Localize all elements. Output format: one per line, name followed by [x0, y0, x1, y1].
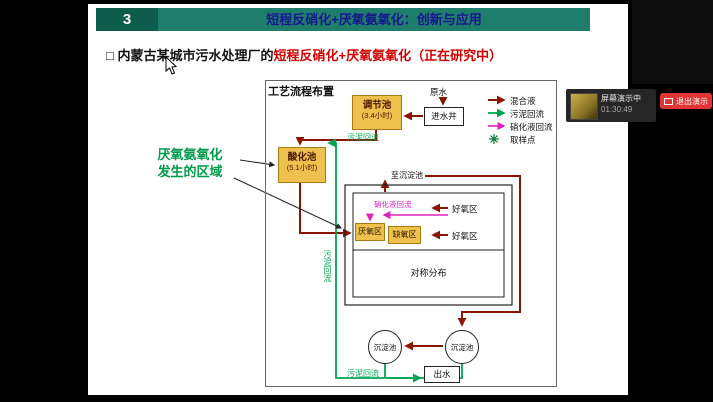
anammox-region-line1: 厌氧氨氧化	[157, 147, 223, 162]
process-diagram-frame	[265, 80, 557, 387]
monitor-icon	[664, 97, 673, 105]
sludge-return-top-label: 污泥回流	[347, 133, 379, 142]
acidification-tank-box: 酸化池 (5.1小时)	[278, 147, 326, 183]
anammox-region-line2: 发生的区域	[157, 164, 223, 179]
nitrate-return-label: 硝化液回流	[374, 200, 412, 209]
acidification-tank-time: (5.1小时)	[286, 163, 318, 172]
anaerobic-zone-box: 厌氧区	[355, 223, 385, 241]
webcam-thumbnail[interactable]	[632, 0, 713, 84]
slide-number: 3	[96, 8, 158, 31]
to-sedimentation-label: 至沉淀池	[391, 171, 423, 180]
inlet-well-box: 进水井	[424, 107, 464, 126]
share-preview-thumbnail[interactable]	[570, 93, 598, 120]
anoxic-zone-box: 缺氧区	[388, 226, 421, 244]
slide-header-bar: 3 短程反硝化+厌氧氨氧化：创新与应用	[96, 8, 590, 31]
bullet-status: （正在研究中）	[411, 48, 503, 63]
raw-water-label: 原水	[430, 87, 448, 97]
legend-mixed-liquor: 混合液	[510, 96, 536, 106]
bullet-marker: □	[106, 48, 114, 63]
acidification-tank-name: 酸化池	[287, 152, 317, 163]
regulating-tank-box: 调节池 (3.4小时)	[352, 95, 402, 130]
exit-presentation-button[interactable]: 退出演示	[660, 93, 712, 109]
aerobic-zone-top-label: 好氧区	[452, 204, 478, 214]
legend-sampling-point: 取样点	[510, 135, 536, 145]
aerobic-zone-bottom-label: 好氧区	[452, 231, 478, 241]
regulating-tank-name: 调节池	[362, 100, 392, 111]
legend-sludge-return: 污泥回流	[510, 109, 545, 119]
bullet-highlight: 短程反硝化+厌氧氨氧化	[273, 48, 412, 63]
share-timer: 01:30:49	[601, 105, 633, 114]
bullet-lead: 内蒙古某城市污水处理厂的	[117, 48, 274, 63]
sedimentation-tank-right: 沉淀池	[445, 330, 479, 364]
effluent-box: 出水	[424, 366, 460, 383]
anammox-region-note: 厌氧氨氧化 发生的区域	[138, 146, 242, 180]
bullet-line: □ 内蒙古某城市污水处理厂的短程反硝化+厌氧氨氧化（正在研究中）	[106, 45, 502, 64]
sludge-return-left-label: 污泥回流	[323, 250, 332, 282]
slide-title: 短程反硝化+厌氧氨氧化：创新与应用	[266, 12, 482, 27]
sedimentation-tank-left: 沉淀池	[368, 330, 402, 364]
regulating-tank-time: (3.4小时)	[361, 111, 393, 120]
legend-nitrate-return: 硝化液回流	[510, 122, 553, 132]
share-status-text: 屏幕演示中	[601, 94, 641, 103]
sludge-return-bottom-label: 污泥回流	[347, 369, 379, 378]
symmetric-label: 对称分布	[410, 268, 447, 278]
diagram-title: 工艺流程布置	[268, 86, 334, 98]
exit-presentation-label: 退出演示	[676, 96, 708, 106]
